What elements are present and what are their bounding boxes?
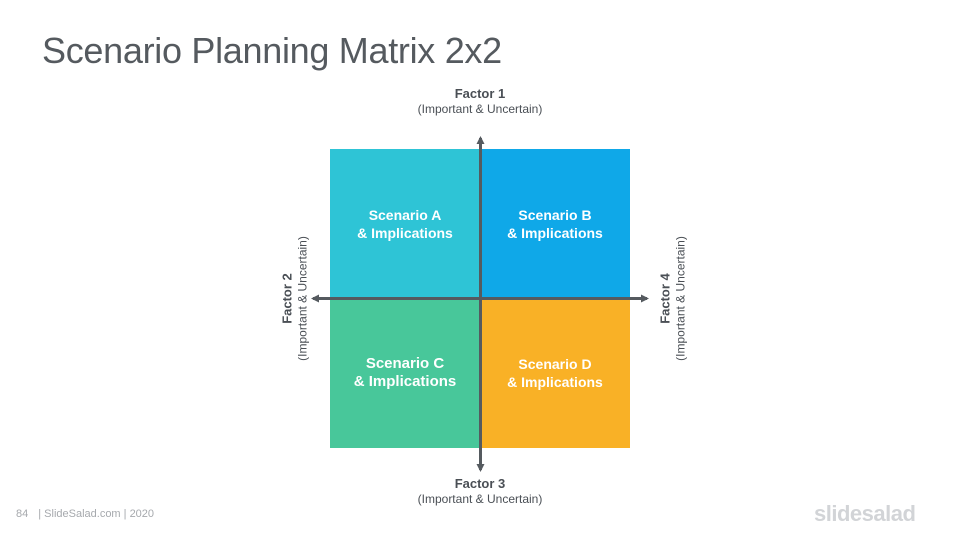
factor-1-label: Factor 1 (Important & Uncertain)	[380, 86, 580, 117]
quadrant-c-title: Scenario C	[365, 355, 445, 372]
footer-credit: | SlideSalad.com | 2020	[38, 508, 155, 520]
factor-2-label: Factor 2 (Important & Uncertain)	[280, 199, 311, 399]
factor-3-subtitle: (Important & Uncertain)	[417, 492, 543, 506]
factor-3-label: Factor 3 (Important & Uncertain)	[380, 476, 580, 507]
quadrant-scenario-b: Scenario B & Implications	[480, 149, 630, 299]
factor-2-subtitle: (Important & Uncertain)	[295, 236, 310, 361]
quadrant-b-title: Scenario B	[518, 207, 592, 223]
brand-logo: slidesalad	[814, 501, 916, 526]
factor-2-name: Factor 2	[279, 273, 295, 324]
quadrant-a-title: Scenario A	[368, 207, 442, 223]
page-number: 84	[16, 508, 29, 520]
quadrant-b-subtitle: & Implications	[507, 225, 603, 241]
quadrant-c-subtitle: & Implications	[353, 373, 457, 390]
slide-footer: 84 | SlideSalad.com | 2020	[16, 508, 154, 520]
factor-4-label: Factor 4 (Important & Uncertain)	[658, 199, 689, 399]
factor-3-name: Factor 3	[454, 476, 506, 491]
factor-1-subtitle: (Important & Uncertain)	[417, 102, 543, 116]
factor-4-name: Factor 4	[657, 273, 673, 324]
factor-1-name: Factor 1	[454, 86, 506, 101]
quadrant-d-subtitle: & Implications	[507, 374, 603, 390]
page-title: Scenario Planning Matrix 2x2	[42, 30, 502, 71]
quadrant-scenario-d: Scenario D & Implications	[480, 298, 630, 448]
quadrant-d-title: Scenario D	[518, 356, 592, 372]
quadrant-a-subtitle: & Implications	[357, 225, 453, 241]
quadrant-scenario-a: Scenario A & Implications	[330, 149, 480, 299]
factor-4-subtitle: (Important & Uncertain)	[673, 236, 688, 361]
quadrant-scenario-c: Scenario C & Implications	[330, 298, 480, 448]
